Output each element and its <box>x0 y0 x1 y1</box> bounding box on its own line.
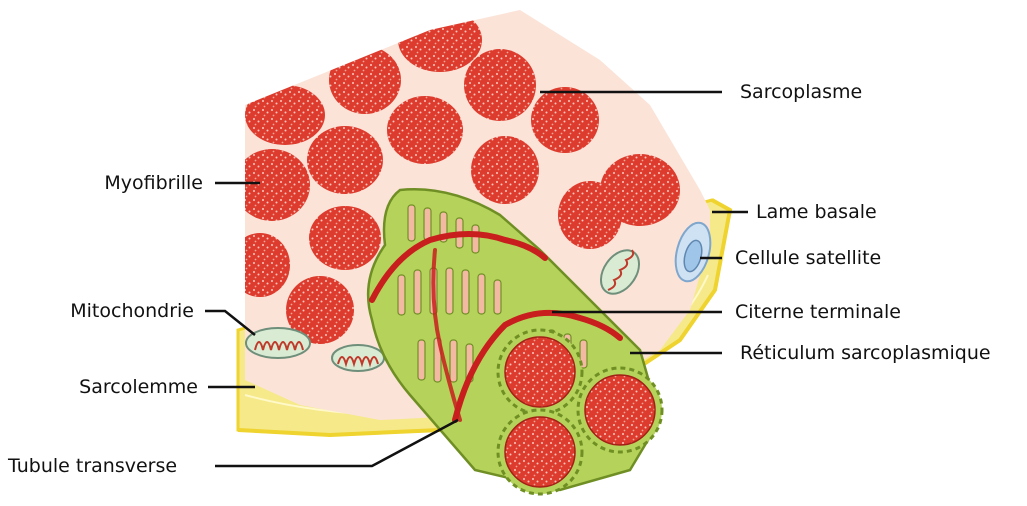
myofibril-cross-section <box>387 96 463 164</box>
myofibril-cross-section <box>329 46 401 114</box>
mitochondrion <box>246 328 310 358</box>
myofibril-bundle-end <box>498 410 582 494</box>
myofibril-cross-section <box>307 126 383 194</box>
label-myofibril: Myofibrille <box>104 172 203 194</box>
myofibril-cross-section <box>471 136 539 204</box>
myofibril-cross-section <box>245 85 325 145</box>
mitochondrion <box>332 345 384 371</box>
myofibril-cross-section <box>230 233 290 297</box>
label-satellite-cell: Cellule satellite <box>735 247 881 269</box>
myofibril-cross-section <box>234 149 310 221</box>
myofibril-cross-section <box>398 8 482 72</box>
myofibril-bundle-end <box>578 368 662 452</box>
myofibril-cross-section <box>309 206 381 270</box>
label-sarcoplasmic-reticulum: Réticulum sarcoplasmique <box>740 342 991 364</box>
label-basal-lamina: Lame basale <box>756 201 877 223</box>
label-transverse-tubule: Tubule transverse <box>7 455 177 477</box>
myofibril-cross-section <box>531 87 599 153</box>
label-sarcolemma: Sarcolemme <box>79 376 198 398</box>
label-mitochondrion: Mitochondrie <box>70 300 194 322</box>
label-terminal-cistern: Citerne terminale <box>735 301 901 323</box>
myofibril-bundle-end <box>498 330 582 414</box>
myofibril-cross-section <box>558 181 622 249</box>
myofibril-cross-section <box>464 49 536 121</box>
label-sarcoplasm: Sarcoplasme <box>740 81 862 103</box>
